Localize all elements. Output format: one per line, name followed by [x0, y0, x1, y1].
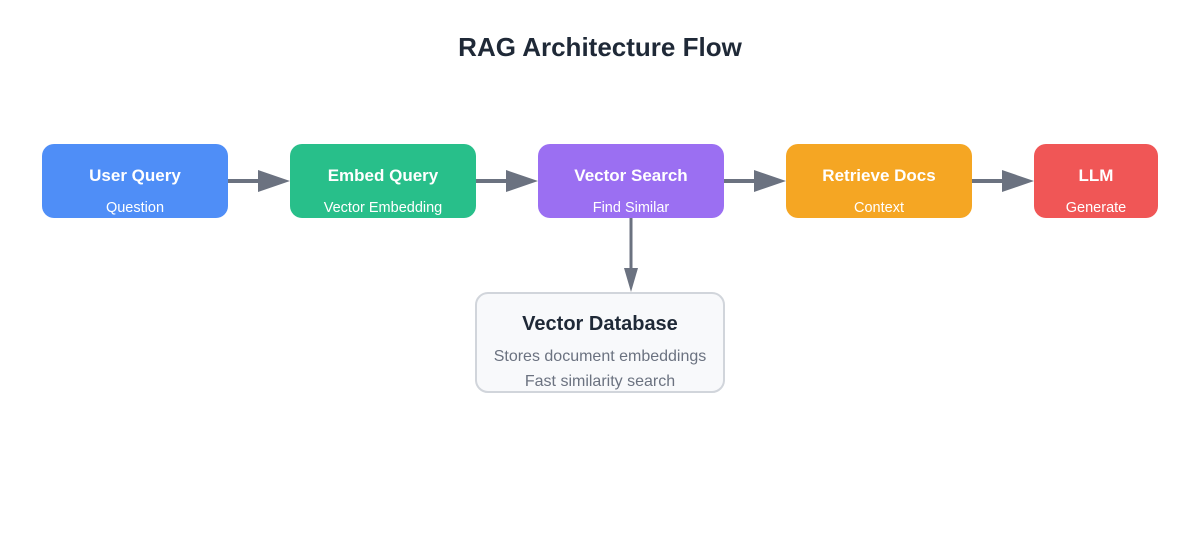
node-title: Embed Query	[328, 166, 439, 185]
edge-user-query-to-embed-query	[228, 170, 290, 192]
edge-vector-search-to-vector-database	[624, 218, 638, 292]
edge-vector-search-to-retrieve-docs	[724, 170, 786, 192]
database-box	[475, 292, 725, 393]
node-title: Vector Search	[574, 166, 687, 185]
node-title: Retrieve Docs	[822, 166, 935, 185]
arrowhead-icon	[506, 170, 538, 192]
node-vector-search[interactable]: Vector Search Find Similar	[538, 144, 724, 218]
edge-embed-query-to-vector-search	[476, 170, 538, 192]
arrowhead-icon	[754, 170, 786, 192]
node-llm[interactable]: LLM Generate	[1034, 144, 1158, 218]
arrowhead-icon	[1002, 170, 1034, 192]
node-user-query[interactable]: User Query Question	[42, 144, 228, 218]
node-subtitle: Vector Embedding	[324, 200, 443, 216]
node-box	[786, 144, 972, 218]
node-vector-database[interactable]: Vector Database Stores document embeddin…	[475, 292, 725, 393]
node-subtitle: Generate	[1066, 200, 1126, 216]
node-retrieve-docs[interactable]: Retrieve Docs Context	[786, 144, 972, 218]
node-box	[1034, 144, 1158, 218]
database-description-line: Stores document embeddings	[494, 348, 707, 365]
node-subtitle: Question	[106, 200, 164, 216]
diagram-title: RAG Architecture Flow	[458, 32, 742, 62]
arrowhead-icon	[258, 170, 290, 192]
node-box	[42, 144, 228, 218]
node-title: User Query	[89, 166, 181, 185]
edges	[228, 170, 1034, 292]
node-subtitle: Find Similar	[593, 200, 670, 216]
node-title: LLM	[1079, 166, 1114, 185]
edge-retrieve-docs-to-llm	[972, 170, 1034, 192]
node-box	[290, 144, 476, 218]
database-description-line: Fast similarity search	[525, 373, 675, 390]
node-subtitle: Context	[854, 200, 904, 216]
node-embed-query[interactable]: Embed Query Vector Embedding	[290, 144, 476, 218]
arrowhead-icon	[624, 268, 638, 292]
node-box	[538, 144, 724, 218]
database-title: Vector Database	[522, 313, 678, 335]
